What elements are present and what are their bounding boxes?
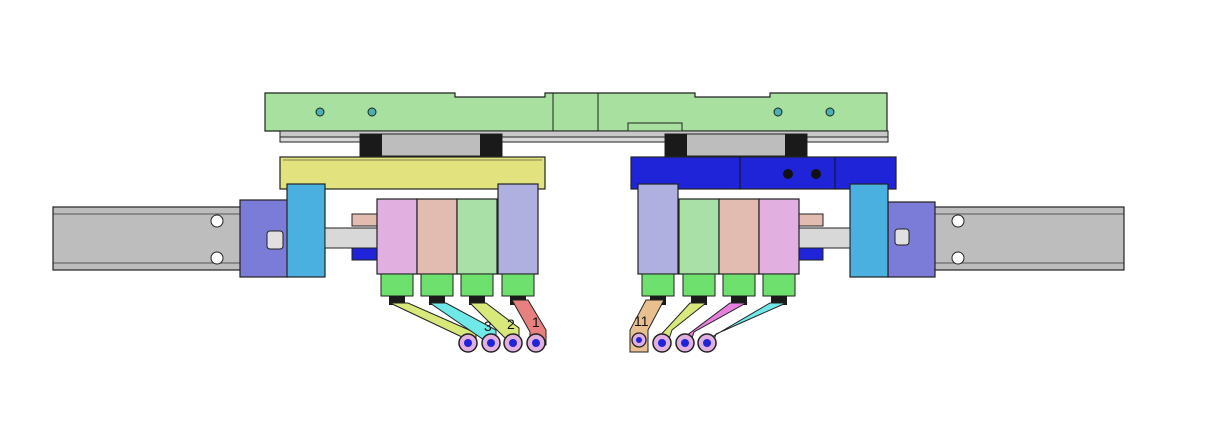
left-module-salmon — [416, 198, 458, 275]
left-module-pink — [376, 198, 418, 275]
label-2: 2 — [507, 316, 515, 332]
top-mounting-plate — [264, 92, 888, 132]
left-cyan-bracket — [286, 183, 326, 278]
left-module-green — [456, 198, 498, 275]
label-11: 11 — [634, 313, 649, 329]
right-module-pink — [758, 198, 800, 275]
label-3: 3 — [484, 318, 492, 334]
linear-rail — [279, 130, 889, 157]
right-module-green — [678, 198, 720, 275]
right-module-salmon — [718, 198, 760, 275]
right-module-lavender — [637, 183, 679, 275]
right-cyan-bracket — [849, 183, 889, 278]
right-slide-cylinder — [797, 183, 1125, 278]
left-slide-cylinder — [52, 183, 378, 278]
label-1: 1 — [532, 314, 540, 330]
right-gripper-modules — [637, 183, 800, 305]
left-module-lavender — [497, 183, 539, 275]
left-gripper-modules — [376, 183, 539, 305]
right-finger-tips — [631, 332, 717, 353]
left-finger-tips — [458, 333, 546, 353]
